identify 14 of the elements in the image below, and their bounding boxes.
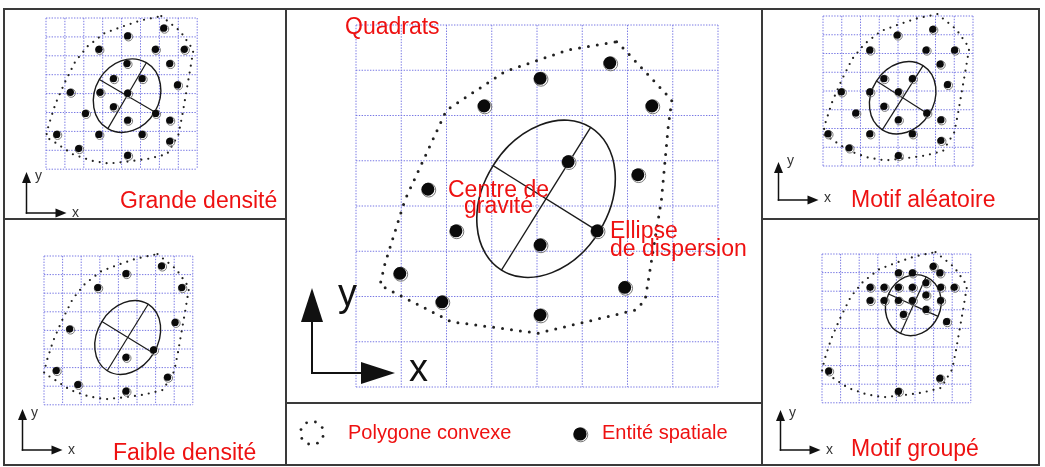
axis-label: y — [787, 153, 794, 167]
panel-caption: Grande densité — [120, 189, 278, 212]
axis-label: y — [789, 405, 796, 419]
panel-caption: Motif groupé — [851, 437, 979, 460]
axis-label: x — [824, 190, 831, 204]
axis-label: x — [826, 442, 833, 456]
panel-caption: Motif aléatoire — [851, 188, 996, 211]
axis-label: y — [35, 168, 42, 182]
axis-label: x — [72, 205, 79, 219]
legend-label: Entité spatiale — [602, 422, 728, 442]
legend-label: Polygone convexe — [348, 422, 512, 442]
axis-label: x — [68, 442, 75, 456]
panel-caption: Faible densité — [113, 441, 257, 464]
axis-label: y — [31, 405, 38, 419]
